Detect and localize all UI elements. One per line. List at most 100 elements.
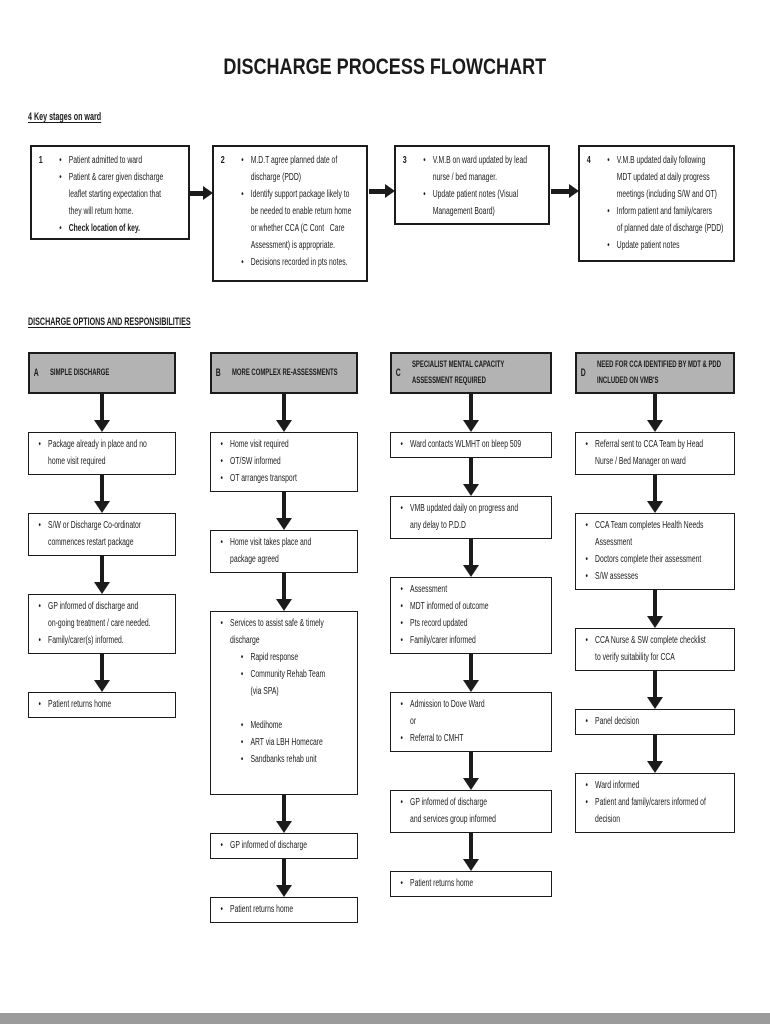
bullet-item: • Services to assist safe & timely disch… [216, 615, 354, 649]
flow-box-content: • Assessment • MDT informed of outcome •… [391, 578, 551, 653]
flow-box-content: • Ward informed • Patient and family/car… [576, 774, 734, 832]
down-arrow [463, 539, 479, 577]
bullet-icon: • [240, 652, 244, 663]
flow-box-content: • S/W or Discharge Co-ordinator commence… [29, 514, 175, 555]
arrow-stem [469, 654, 473, 680]
bullet-icon: • [38, 699, 41, 710]
scan-edge-bar [0, 1013, 770, 1024]
bullet-item: • Ward informed [581, 777, 731, 794]
bullet-icon: • [59, 155, 62, 166]
arrow-stem [282, 573, 286, 599]
flow-box-content: • Patient returns home [391, 872, 551, 896]
arrow-head [569, 184, 579, 198]
bullet-text: Panel decision [595, 716, 640, 727]
column-title: SPECIALIST MENTAL CAPACITY ASSESSMENT RE… [411, 359, 505, 386]
column-title: MORE COMPLEX RE-ASSESSMENTS [231, 367, 338, 378]
bullet-icon: • [607, 155, 610, 166]
down-arrow [276, 573, 292, 611]
flow-box-content: • Ward contacts WLMHT on bleep 509 [391, 433, 551, 457]
arrow-stem [100, 394, 104, 420]
flow-box: • Ward informed • Patient and family/car… [575, 773, 735, 833]
bullet-text: Ward informed [595, 780, 640, 791]
bullet-item: • Home visit takes place and package agr… [216, 534, 354, 568]
bullet-text: Pts record updated [410, 618, 468, 629]
bullet-icon: • [400, 618, 403, 629]
bullet-text: CCA Nurse & SW complete checklist to ver… [595, 635, 706, 663]
bullet-text: Patient returns home [410, 878, 474, 889]
arrow-head [276, 885, 292, 897]
flow-box: • Assessment • MDT informed of outcome •… [390, 577, 552, 654]
arrow-stem [469, 394, 473, 420]
flow-box: • S/W or Discharge Co-ordinator commence… [28, 513, 176, 556]
flow-box: • Home visit takes place and package agr… [210, 530, 358, 573]
bullet-text: GP informed of discharge and services gr… [410, 797, 496, 825]
arrow-head [94, 680, 110, 692]
flow-box: • Patient returns home [210, 897, 358, 923]
arrow-head [94, 582, 110, 594]
bullet-text: OT arranges transport [230, 473, 297, 484]
flow-box: • Package already in place and no home v… [28, 432, 176, 475]
bullet-item: • V.M.B updated daily following MDT upda… [603, 152, 730, 203]
arrow-stage-2-3 [369, 184, 395, 198]
flow-box-content: • Home visit takes place and package agr… [211, 531, 357, 572]
bullet-item: • Patient and family/carers informed of … [581, 794, 731, 828]
arrow-head [647, 420, 663, 432]
column-c-flow: • Ward contacts WLMHT on bleep 509 • VMB… [390, 394, 552, 897]
bullet-item: • Family/carer informed [396, 632, 548, 649]
down-arrow [276, 859, 292, 897]
flow-box: • Home visit required • OT/SW informed •… [210, 432, 358, 492]
flow-column-d: D NEED FOR CCA IDENTIFIED BY MDT & PDD I… [575, 352, 735, 833]
stage-bullets: • V.M.B on ward updated by lead nurse / … [419, 152, 545, 220]
down-arrow [94, 654, 110, 692]
flow-box-content: • Referral sent to CCA Team by Head Nurs… [576, 433, 734, 474]
bullet-item: • ART via LBH Homecare [216, 734, 354, 751]
down-arrow [647, 590, 663, 628]
bullet-item: • VMB updated daily on progress and any … [396, 500, 548, 534]
flow-box: • Panel decision [575, 709, 735, 735]
bullet-item: • V.M.B on ward updated by lead nurse / … [419, 152, 545, 186]
bullet-item: • Community Rehab Team (via SPA) [216, 666, 354, 700]
arrow-head [647, 501, 663, 513]
bullet-icon: • [240, 754, 244, 765]
arrow-stem [653, 590, 657, 616]
arrow-stem [369, 188, 385, 194]
bullet-text: Family/carer informed [410, 635, 476, 646]
flow-box: • Ward contacts WLMHT on bleep 509 [390, 432, 552, 458]
arrow-head [463, 680, 479, 692]
arrow-head [276, 420, 292, 432]
arrow-stem [282, 859, 286, 885]
stage-bullets: • M.D.T agree planned date of discharge … [237, 152, 363, 271]
column-a-header: A SIMPLE DISCHARGE [28, 352, 176, 394]
bullet-icon: • [38, 601, 41, 612]
bullet-item: • GP informed of discharge and on-going … [34, 598, 172, 632]
bullet-text: Patient & carer given discharge leaflet … [68, 172, 164, 217]
bullet-icon: • [400, 601, 403, 612]
column-letter: C [395, 367, 401, 379]
bullet-icon: • [400, 439, 403, 450]
flow-box-content: • CCA Nurse & SW complete checklist to v… [576, 629, 734, 670]
options-heading: DISCHARGE OPTIONS AND RESPONSIBILITIES [28, 316, 191, 328]
bullet-text: Services to assist safe & timely dischar… [230, 618, 324, 646]
key-stages-heading: 4 Key stages on ward [28, 111, 102, 123]
bullet-icon: • [607, 206, 610, 217]
arrow-head [463, 484, 479, 496]
bullet-item: • Patient returns home [216, 901, 354, 918]
bullet-text: Patient returns home [230, 904, 294, 915]
flow-box: • GP informed of discharge and services … [390, 790, 552, 833]
arrow-stem [282, 394, 286, 420]
stage-box-1: 1 • Patient admitted to ward • Patient &… [30, 145, 190, 240]
bullet-icon: • [400, 878, 403, 889]
arrow-stem [469, 539, 473, 565]
column-d-flow: • Referral sent to CCA Team by Head Nurs… [575, 394, 735, 833]
bullet-icon: • [400, 733, 403, 744]
column-letter: A [33, 367, 39, 379]
bullet-text: V.M.B updated daily following MDT update… [616, 155, 717, 200]
bullet-icon: • [240, 669, 244, 680]
flow-box: • Patient returns home [390, 871, 552, 897]
bullet-icon: • [241, 189, 244, 200]
bullet-text: Check location of key. [68, 223, 141, 234]
stage-bullets: • Patient admitted to ward • Patient & c… [55, 152, 185, 237]
column-letter: D [580, 367, 586, 379]
bullet-text: ART via LBH Homecare [250, 737, 323, 748]
bullet-text: MDT informed of outcome [410, 601, 489, 612]
